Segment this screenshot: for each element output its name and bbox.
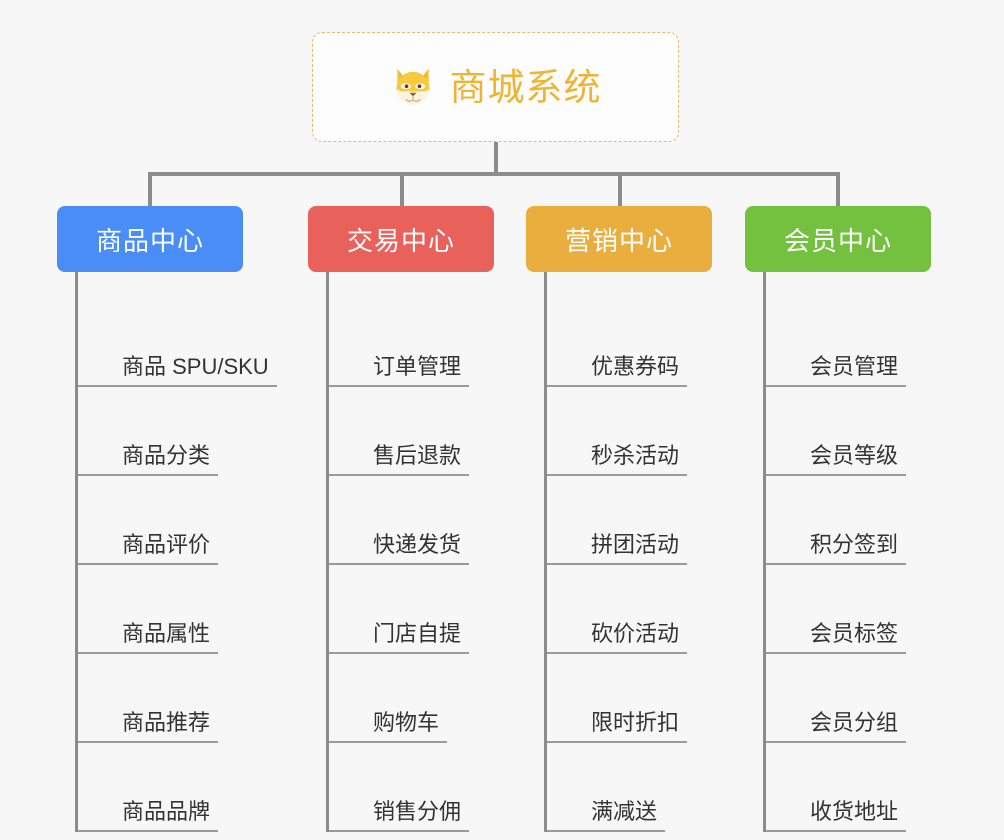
branch-column-1: 商品中心 商品 SPU/SKU 商品分类 商品评价 商品属性 商品推荐 bbox=[57, 206, 302, 832]
leaf-underline bbox=[78, 474, 219, 476]
branch-items-2: 订单管理 售后退款 快递发货 门店自提 购物车 销售分佣 bbox=[326, 272, 538, 832]
list-item-label: 秒杀活动 bbox=[591, 442, 680, 468]
root-node[interactable]: 商城系统 bbox=[312, 32, 679, 142]
branch-items-3: 优惠券码 秒杀活动 拼团活动 砍价活动 限时折扣 满减送 bbox=[544, 272, 756, 832]
leaf-underline bbox=[766, 652, 907, 654]
list-item[interactable]: 限时折扣 bbox=[547, 654, 756, 743]
list-item-label: 商品分类 bbox=[122, 442, 211, 468]
list-item-label: 商品评价 bbox=[122, 531, 211, 557]
list-item-label: 商品属性 bbox=[122, 620, 211, 646]
leaf-underline bbox=[329, 741, 448, 743]
connector-drop-1 bbox=[148, 172, 152, 206]
list-item[interactable]: 会员管理 bbox=[766, 298, 975, 387]
root-title: 商城系统 bbox=[449, 66, 602, 108]
leaf-underline bbox=[329, 474, 470, 476]
connector-root-stem bbox=[494, 142, 498, 174]
list-item[interactable]: 拼团活动 bbox=[547, 476, 756, 565]
list-item-label: 会员标签 bbox=[810, 620, 899, 646]
list-item-label: 快递发货 bbox=[373, 531, 462, 557]
list-item[interactable]: 收货地址 bbox=[766, 743, 975, 832]
list-item-label: 购物车 bbox=[373, 709, 440, 735]
list-item[interactable]: 订单管理 bbox=[329, 298, 538, 387]
list-item-label: 商品 SPU/SKU bbox=[122, 353, 269, 379]
branch-header-4[interactable]: 会员中心 bbox=[745, 206, 931, 272]
list-item[interactable]: 积分签到 bbox=[766, 476, 975, 565]
leaf-underline bbox=[547, 385, 688, 387]
list-item-label: 会员管理 bbox=[810, 353, 899, 379]
list-item[interactable]: 商品分类 bbox=[78, 387, 302, 476]
list-item[interactable]: 商品品牌 bbox=[78, 743, 302, 832]
leaf-underline bbox=[547, 474, 688, 476]
list-item[interactable]: 快递发货 bbox=[329, 476, 538, 565]
list-item-label: 限时折扣 bbox=[591, 709, 680, 735]
list-item[interactable]: 会员分组 bbox=[766, 654, 975, 743]
leaf-underline bbox=[766, 385, 907, 387]
list-item[interactable]: 商品推荐 bbox=[78, 654, 302, 743]
list-item[interactable]: 商品 SPU/SKU bbox=[78, 298, 302, 387]
leaf-underline bbox=[329, 385, 470, 387]
list-item[interactable]: 销售分佣 bbox=[329, 743, 538, 832]
list-item-label: 优惠券码 bbox=[591, 353, 680, 379]
list-item-label: 积分签到 bbox=[810, 531, 899, 557]
list-item-label: 门店自提 bbox=[373, 620, 462, 646]
list-item-label: 商品品牌 bbox=[122, 798, 211, 824]
leaf-underline bbox=[766, 830, 907, 832]
list-item[interactable]: 会员标签 bbox=[766, 565, 975, 654]
leaf-underline bbox=[766, 563, 907, 565]
leaf-underline bbox=[78, 741, 219, 743]
list-item[interactable]: 会员等级 bbox=[766, 387, 975, 476]
list-item[interactable]: 秒杀活动 bbox=[547, 387, 756, 476]
list-item[interactable]: 售后退款 bbox=[329, 387, 538, 476]
list-item[interactable]: 优惠券码 bbox=[547, 298, 756, 387]
branch-items-1: 商品 SPU/SKU 商品分类 商品评价 商品属性 商品推荐 商品品牌 bbox=[75, 272, 302, 832]
branch-column-4: 会员中心 会员管理 会员等级 积分签到 会员标签 会员分组 bbox=[745, 206, 975, 832]
list-item[interactable]: 砍价活动 bbox=[547, 565, 756, 654]
list-item-label: 满减送 bbox=[591, 798, 658, 824]
list-item[interactable]: 商品属性 bbox=[78, 565, 302, 654]
leaf-underline bbox=[329, 563, 470, 565]
leaf-underline bbox=[766, 474, 907, 476]
leaf-underline bbox=[547, 830, 666, 832]
list-item[interactable]: 满减送 bbox=[547, 743, 756, 832]
list-item-label: 拼团活动 bbox=[591, 531, 680, 557]
branch-column-3: 营销中心 优惠券码 秒杀活动 拼团活动 砍价活动 限时折扣 bbox=[526, 206, 756, 832]
list-item-label: 售后退款 bbox=[373, 442, 462, 468]
leaf-underline bbox=[78, 652, 219, 654]
list-item[interactable]: 商品评价 bbox=[78, 476, 302, 565]
connector-drop-2 bbox=[400, 172, 404, 206]
list-item-label: 订单管理 bbox=[373, 353, 462, 379]
connector-drop-4 bbox=[836, 172, 840, 206]
connector-horizontal-bus bbox=[148, 172, 840, 176]
list-item[interactable]: 门店自提 bbox=[329, 565, 538, 654]
list-item-label: 砍价活动 bbox=[591, 620, 680, 646]
list-item-label: 收货地址 bbox=[810, 798, 899, 824]
leaf-underline bbox=[329, 830, 470, 832]
leaf-underline bbox=[547, 741, 688, 743]
branch-header-1[interactable]: 商品中心 bbox=[57, 206, 243, 272]
branch-header-2[interactable]: 交易中心 bbox=[308, 206, 494, 272]
list-item-label: 商品推荐 bbox=[122, 709, 211, 735]
shiba-dog-icon bbox=[395, 68, 430, 105]
leaf-underline bbox=[78, 385, 277, 387]
list-item[interactable]: 购物车 bbox=[329, 654, 538, 743]
list-item-label: 销售分佣 bbox=[373, 798, 462, 824]
branch-header-3[interactable]: 营销中心 bbox=[526, 206, 712, 272]
leaf-underline bbox=[78, 830, 219, 832]
leaf-underline bbox=[766, 741, 907, 743]
leaf-underline bbox=[329, 652, 470, 654]
branch-column-2: 交易中心 订单管理 售后退款 快递发货 门店自提 购物车 bbox=[308, 206, 538, 832]
leaf-underline bbox=[547, 652, 688, 654]
leaf-underline bbox=[547, 563, 688, 565]
list-item-label: 会员等级 bbox=[810, 442, 899, 468]
branch-items-4: 会员管理 会员等级 积分签到 会员标签 会员分组 收货地址 bbox=[763, 272, 975, 832]
leaf-underline bbox=[78, 563, 219, 565]
list-item-label: 会员分组 bbox=[810, 709, 899, 735]
connector-drop-3 bbox=[618, 172, 622, 206]
